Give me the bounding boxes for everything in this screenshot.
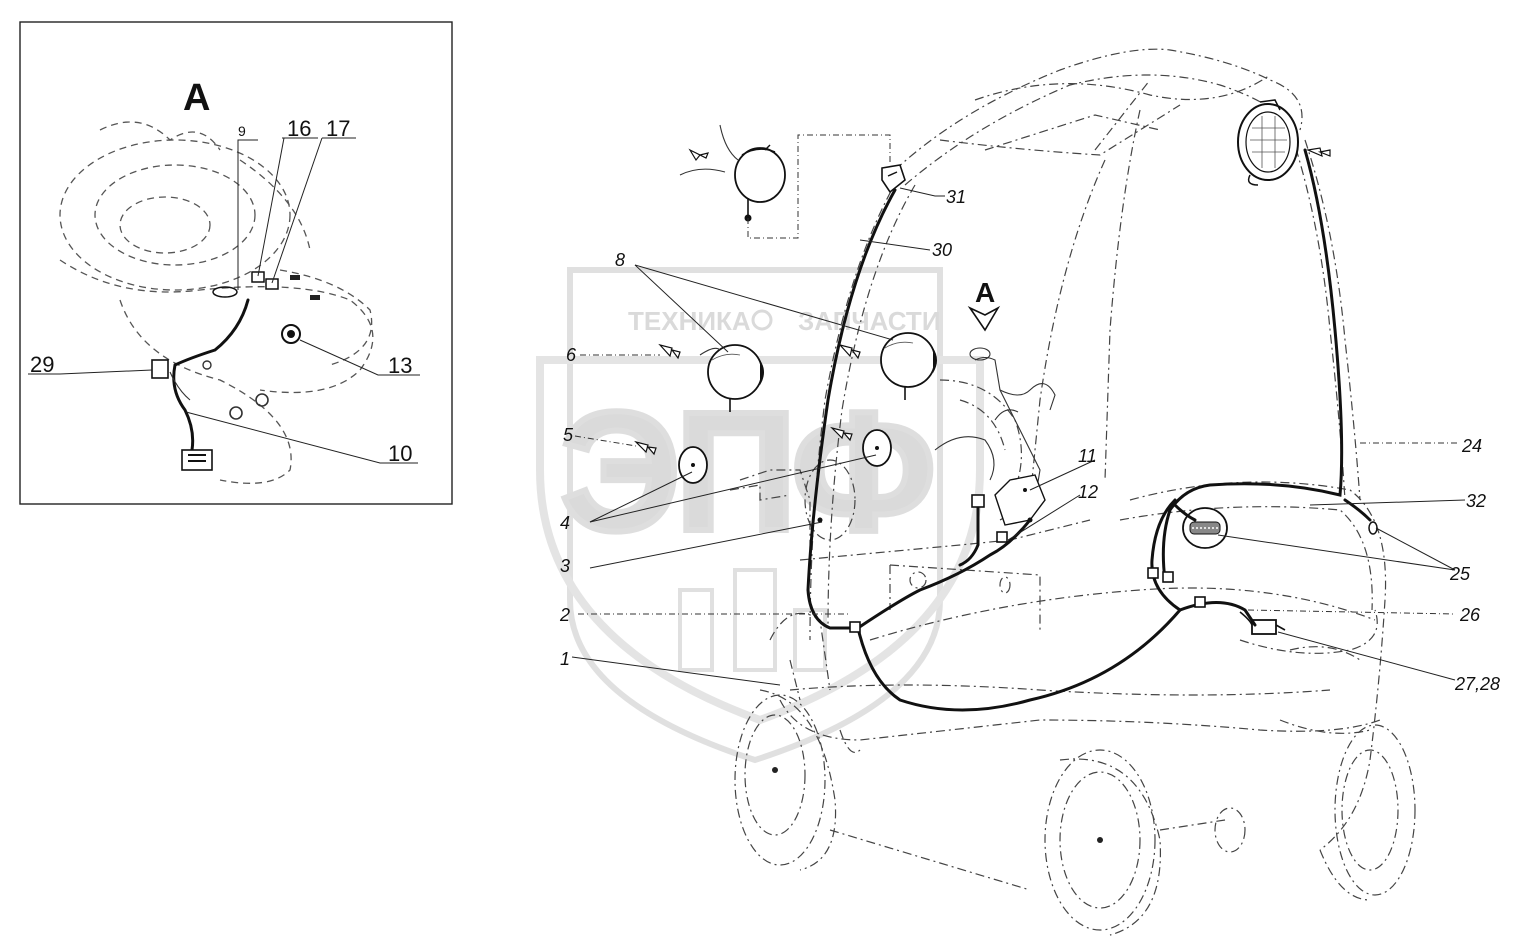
callout-30: 30 — [932, 240, 952, 260]
callout-11: 11 — [1078, 446, 1097, 466]
turn-lamp-left — [634, 440, 708, 484]
callout-32: 32 — [1466, 491, 1486, 511]
callout-1: 1 — [560, 649, 570, 669]
callout-26: 26 — [1459, 605, 1481, 625]
main-callouts: 8 6 5 4 3 2 1 31 30 11 12 24 32 25 26 27… — [559, 187, 1500, 694]
gear-icon — [751, 309, 773, 331]
watermark-text-1: ТЕХНИКА — [628, 306, 751, 336]
callout-5: 5 — [563, 425, 574, 445]
callout-4: 4 — [560, 513, 570, 533]
inset-callout-29: 29 — [30, 352, 54, 377]
inset-callout-9: 9 — [238, 123, 246, 139]
detached-work-lamp — [679, 124, 891, 239]
callout-25: 25 — [1449, 564, 1471, 584]
callout-8: 8 — [615, 250, 625, 270]
inset-callout-16: 16 — [287, 116, 311, 141]
rear-work-lamp — [1237, 99, 1331, 186]
part-11 — [994, 474, 1046, 526]
connector-27-28 — [1239, 611, 1286, 635]
watermark: ТЕХНИКА ЗАПЧАСТИ ЭПФ — [536, 267, 984, 764]
lamp-31 — [881, 164, 906, 194]
view-marker-letter: A — [975, 277, 995, 308]
inset-view-a: A 9 16 — [19, 21, 453, 505]
watermark-text-2: ЗАПЧАСТИ — [798, 306, 941, 336]
callout-3: 3 — [560, 556, 570, 576]
view-marker-a: A — [967, 277, 1001, 332]
view-arrow-icon — [967, 305, 1001, 332]
rear-light — [1182, 507, 1378, 549]
inset-callout-10: 10 — [388, 441, 412, 466]
headlight-right — [838, 332, 937, 400]
lamps — [634, 99, 1378, 635]
callout-2: 2 — [559, 605, 570, 625]
inset-frame — [19, 21, 453, 505]
inset-callout-13: 13 — [388, 353, 412, 378]
callout-6: 6 — [566, 345, 577, 365]
main-leaders — [571, 187, 1466, 686]
inset-view-letter: A — [183, 77, 210, 119]
callout-12: 12 — [1078, 482, 1098, 502]
turn-lamp-right — [830, 426, 892, 467]
headlight-left — [658, 343, 764, 412]
main-wire-harness — [806, 148, 1372, 712]
inset-callout-17: 17 — [326, 116, 350, 141]
callout-24: 24 — [1461, 436, 1482, 456]
watermark-logo: ЭПФ — [560, 377, 931, 567]
callout-27-28: 27,28 — [1454, 674, 1500, 694]
callout-31: 31 — [946, 187, 966, 207]
